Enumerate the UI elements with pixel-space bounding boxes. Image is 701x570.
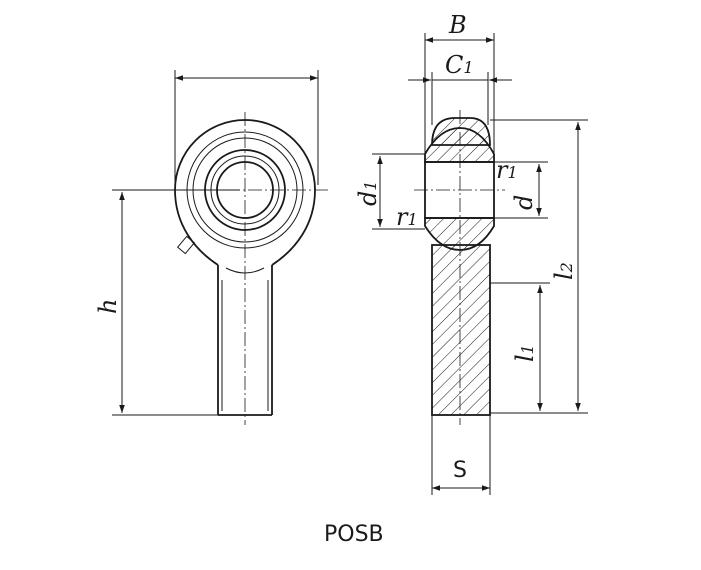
- side-view: B C1 d1 d r1 r1 l2 l1 S: [354, 11, 588, 495]
- shank-section: [431, 244, 491, 416]
- label-S: S: [453, 458, 467, 483]
- grease-nipple: [176, 235, 196, 255]
- label-r1-top: r1: [496, 156, 518, 184]
- caption: POSB: [324, 522, 384, 547]
- label-l1: l1: [511, 344, 539, 362]
- label-B: B: [448, 11, 467, 39]
- front-view: h: [94, 70, 330, 425]
- label-C1: C1: [445, 51, 474, 79]
- label-r1-bottom: r1: [396, 203, 418, 231]
- label-d1: d1: [354, 180, 382, 206]
- label-h: h: [94, 299, 122, 314]
- label-l2: l2: [550, 262, 578, 280]
- label-d: d: [510, 195, 538, 210]
